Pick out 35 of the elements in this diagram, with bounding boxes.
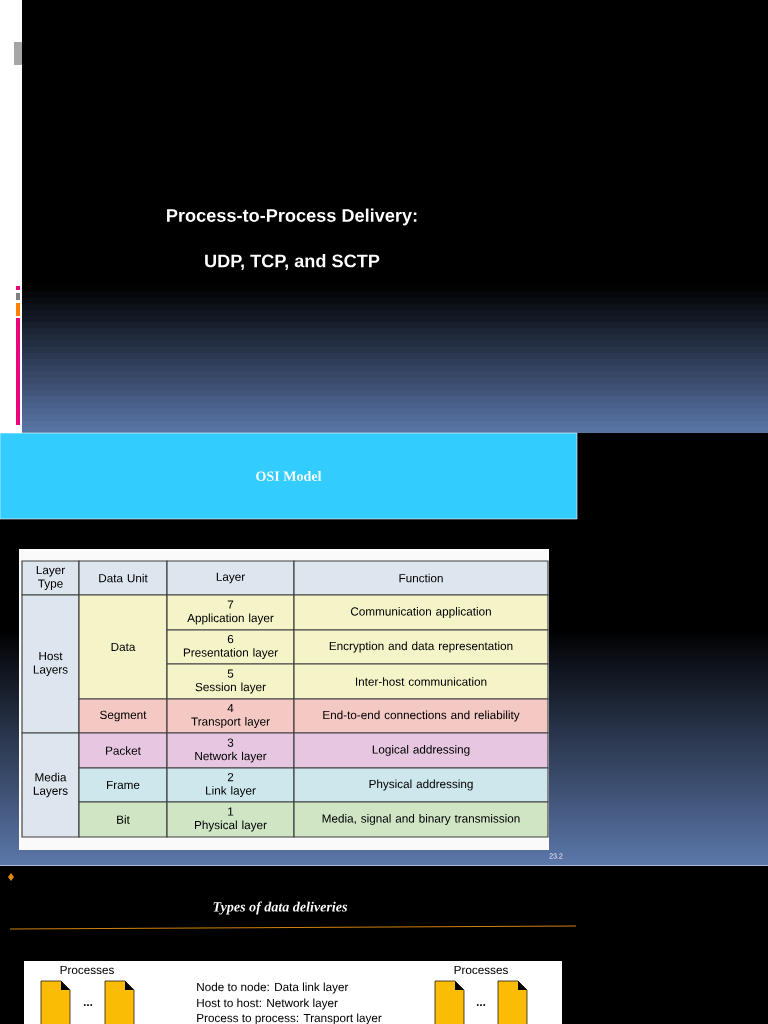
table-cell: 1 Physical layer bbox=[166, 801, 295, 838]
header-cell: Data Unit bbox=[78, 560, 168, 596]
table-cell: Physical addressing bbox=[293, 767, 549, 803]
ellipsis: ... bbox=[476, 1004, 486, 1006]
figure-label: Processes bbox=[60, 965, 114, 975]
header-cell: Function bbox=[293, 560, 549, 596]
figure-text: Host to host: Network layer bbox=[197, 998, 338, 1010]
table-cell: Segment bbox=[78, 698, 168, 734]
ellipsis: ... bbox=[83, 1004, 93, 1006]
table-cell: Frame bbox=[78, 767, 168, 803]
table-cell: Logical addressing bbox=[293, 732, 549, 769]
table-cell: Encryption and data representation bbox=[293, 629, 549, 665]
table-cell: End-to-end connections and reliability bbox=[293, 698, 549, 734]
table-cell: Media, signal and binary transmission bbox=[293, 801, 549, 838]
table-cell: Bit bbox=[78, 801, 168, 838]
slide-title: Process-to-Process Delivery: bbox=[167, 208, 417, 226]
table-cell: 4 Transport layer bbox=[166, 698, 295, 734]
figure-text: Process to process: Transport layer bbox=[197, 1013, 382, 1024]
table-cell: Communication application bbox=[293, 594, 549, 631]
table-cell: Inter-host communication bbox=[293, 663, 549, 700]
table-cell: Packet bbox=[78, 732, 168, 769]
slide-title: UDP, TCP, and SCTP bbox=[205, 254, 380, 270]
table-cell: 5 Session layer bbox=[166, 663, 295, 700]
table-cell: 2 Link layer bbox=[166, 767, 295, 803]
table-cell: 3 Network layer bbox=[166, 732, 295, 769]
table-cell: 6 Presentation layer bbox=[166, 629, 295, 665]
table-cell: Data bbox=[78, 594, 168, 700]
table-cell: Media Layers bbox=[21, 732, 80, 838]
header-cell: Layer bbox=[166, 560, 295, 596]
table-cell: 7 Application layer bbox=[166, 594, 295, 631]
figure-label: Processes bbox=[454, 965, 508, 975]
banner: OSI Model bbox=[0, 432, 578, 520]
slide-heading: Types of data deliveries bbox=[213, 901, 348, 915]
header-cell: Layer Type bbox=[21, 560, 80, 596]
figure-text: Node to node: Data link layer bbox=[197, 982, 349, 994]
